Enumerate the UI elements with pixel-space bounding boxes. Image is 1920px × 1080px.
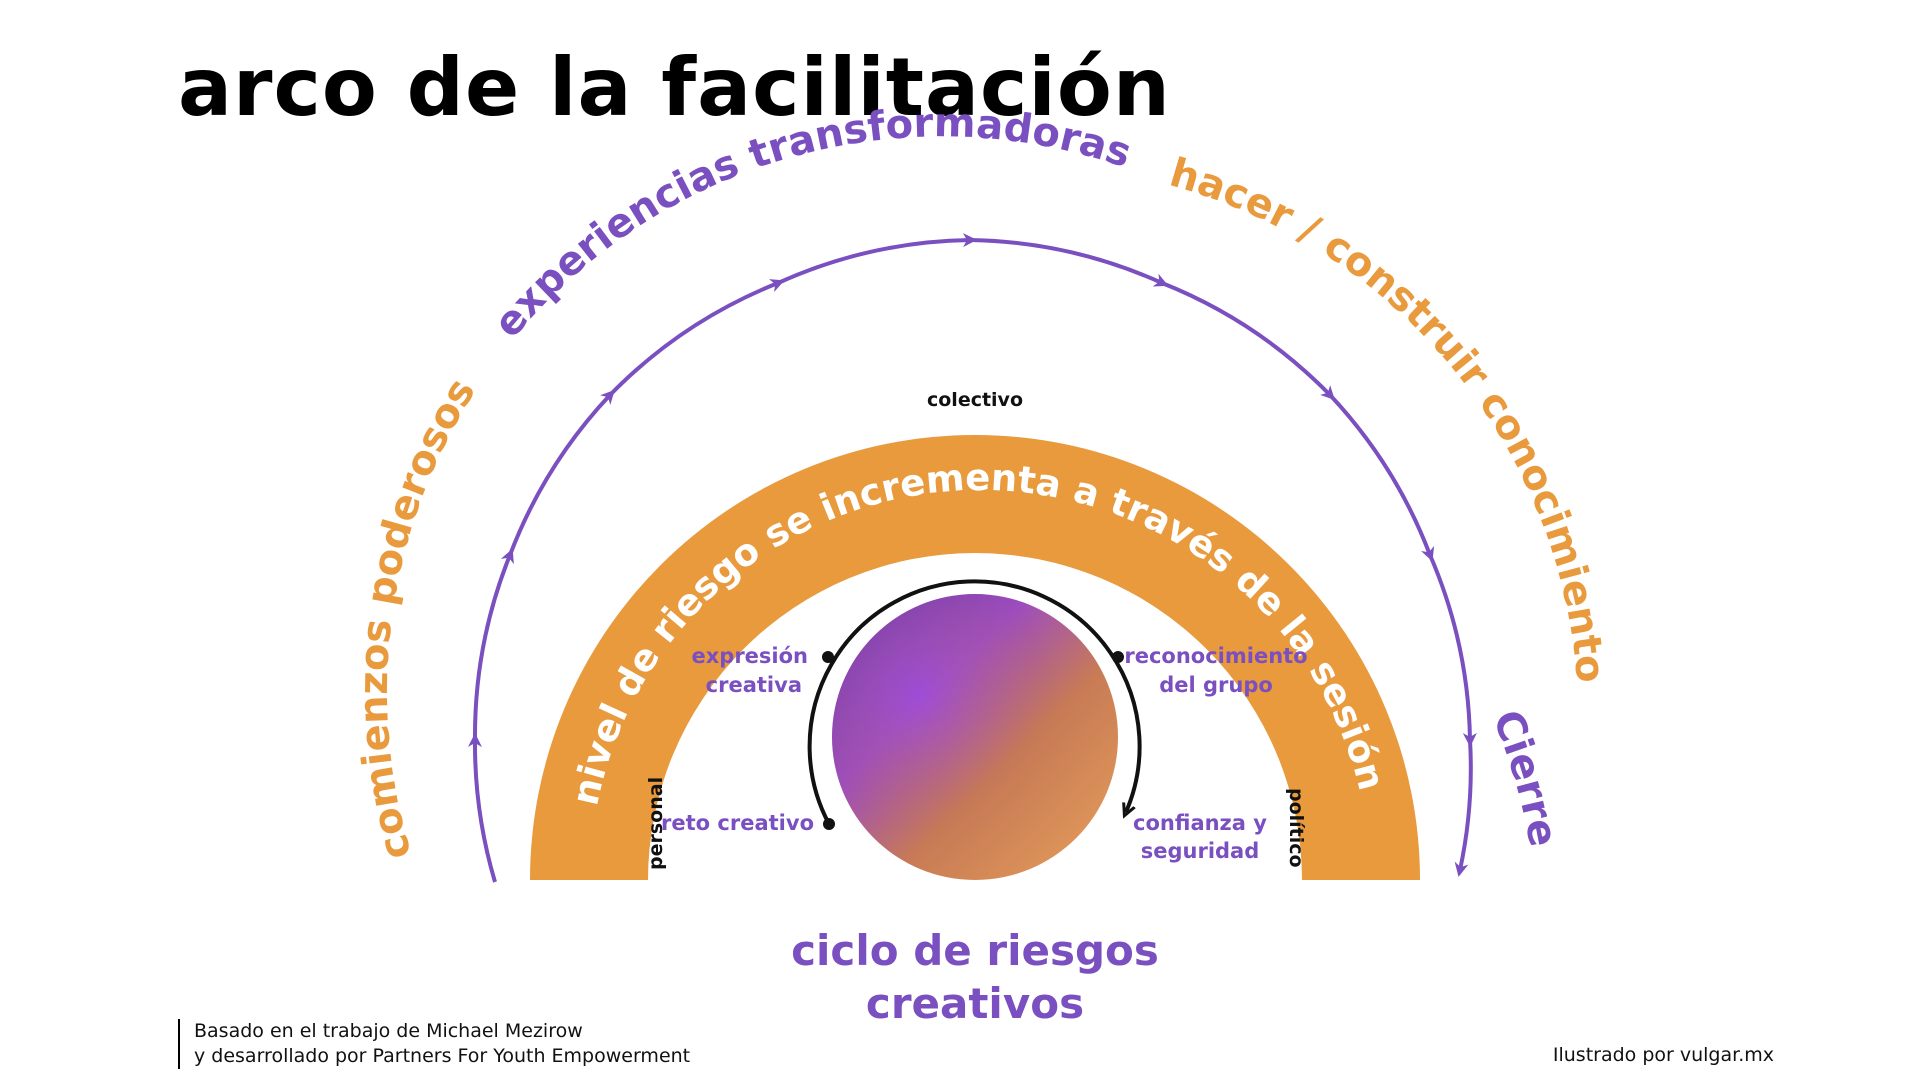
label-colectivo: colectivo xyxy=(927,389,1023,411)
label-cierre: Cierre xyxy=(1483,704,1566,850)
credits-source: Basado en el trabajo de Michael Mezirow … xyxy=(178,1019,690,1069)
cycle-arrow xyxy=(807,579,1142,825)
cycle-dot-expresion xyxy=(822,651,834,663)
label-confianza-1: confianza y xyxy=(1133,811,1267,835)
creative-risk-ball xyxy=(832,594,1118,880)
risk-level-band xyxy=(530,435,1420,880)
cycle-dot-reconocimiento xyxy=(1112,651,1124,663)
label-expresion-2: creativa xyxy=(706,673,802,697)
label-reto: reto creativo xyxy=(661,811,814,835)
label-reconocimiento-1: reconocimiento xyxy=(1124,644,1307,668)
credits-line-2: y desarrollado por Partners For Youth Em… xyxy=(194,1045,691,1067)
label-experiencias: experiencias transformadoras xyxy=(485,100,1137,346)
cycle-title-2: creativos xyxy=(866,979,1084,1028)
label-politico: político xyxy=(1285,788,1307,868)
label-comienzos: comienzos poderosos xyxy=(351,370,485,864)
label-reconocimiento-2: del grupo xyxy=(1159,673,1273,697)
label-expresion-1: expresión xyxy=(692,644,809,668)
cycle-dot-reto xyxy=(823,818,835,830)
label-personal: personal xyxy=(645,777,667,870)
label-confianza-2: seguridad xyxy=(1141,839,1260,863)
cycle-title-1: ciclo de riesgos xyxy=(791,926,1159,975)
credits-illustrator: Ilustrado por vulgar.mx xyxy=(1552,1044,1774,1066)
outer-arc-arrows xyxy=(467,233,1477,883)
credits-line-1: Basado en el trabajo de Michael Mezirow xyxy=(194,1020,583,1042)
page-title: arco de la facilitación xyxy=(178,41,1171,134)
